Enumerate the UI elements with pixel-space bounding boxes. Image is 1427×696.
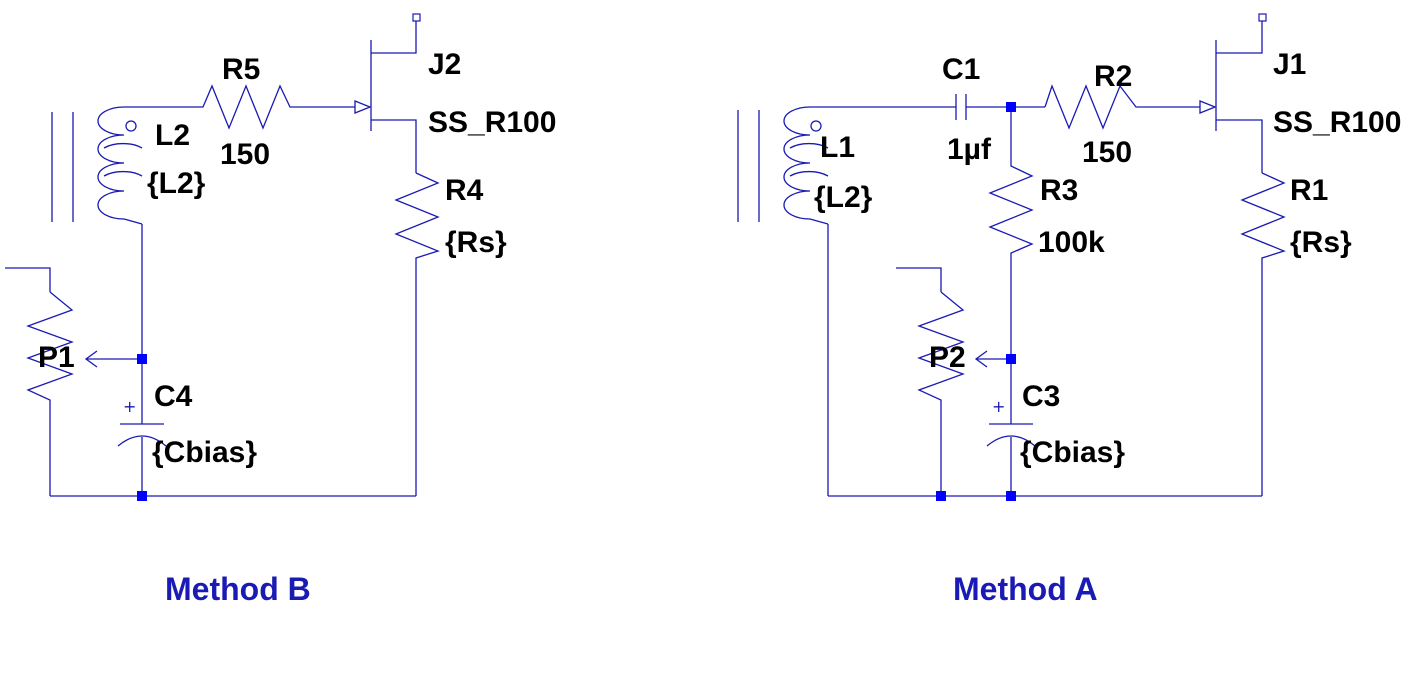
junction-node [936,491,946,501]
jfet-j1-symbol [1199,13,1267,173]
label-r2-ref: R2 [1094,60,1132,93]
title-method-a: Method A [953,571,1098,607]
potentiometer-p2-symbol [917,291,965,496]
label-j1-model: SS_R100 [1273,106,1401,139]
label-r4-value: {Rs} [445,226,507,259]
label-r2-value: 150 [1082,136,1132,169]
svg-text:+: + [992,397,1005,416]
label-c3-ref: C3 [1022,380,1060,413]
inductor-l1-symbol [783,106,956,225]
circuit-method-a: + C1 1µf R2 150 J1 SS_R100 R1 {Rs} R3 10… [737,13,1401,607]
junction-node [1006,491,1016,501]
label-l1-value: {L2} [814,181,873,214]
transformer-core-icon [737,110,760,222]
junction-node [1006,102,1016,112]
label-j2-model: SS_R100 [428,106,556,139]
circuit-method-b: + R5 150 J2 SS_R100 R4 {Rs} L2 {L2} P1 C… [5,13,556,607]
svg-text:+: + [123,397,136,416]
label-p1-ref: P1 [38,341,75,374]
label-l2-ref: L2 [155,119,190,152]
label-r5-ref: R5 [222,53,260,86]
label-r3-ref: R3 [1040,174,1078,207]
junction-node [137,491,147,501]
label-c1-value: 1µf [947,133,992,166]
label-c4-value: {Cbias} [152,436,257,469]
label-l2-value: {L2} [147,167,206,200]
label-r5-value: 150 [220,138,270,171]
label-j2-ref: J2 [428,48,461,81]
resistor-r1-symbol [1240,172,1286,496]
resistor-r4-symbol [394,172,440,496]
title-method-b: Method B [165,571,311,607]
label-c1-ref: C1 [942,53,980,86]
potentiometer-p1-symbol [26,291,74,496]
jfet-j2-symbol [354,13,421,173]
label-r1-ref: R1 [1290,174,1328,207]
label-l1-ref: L1 [820,131,855,164]
label-j1-ref: J1 [1273,48,1306,81]
capacitor-c4-symbol: + [117,359,167,496]
junction-node [1006,354,1016,364]
label-c4-ref: C4 [154,380,193,413]
resistor-r3-symbol [988,107,1034,359]
label-c3-value: {Cbias} [1020,436,1125,469]
label-r1-value: {Rs} [1290,226,1352,259]
inductor-l2-symbol [97,106,190,225]
resistor-r5-symbol [190,84,355,130]
junction-node [137,354,147,364]
label-r4-ref: R4 [445,174,484,207]
capacitor-c1-symbol [955,94,1045,120]
label-p2-ref: P2 [929,341,966,374]
label-r3-value: 100k [1038,226,1105,259]
resistor-r2-symbol [1044,84,1200,130]
capacitor-c3-symbol: + [986,359,1036,496]
transformer-core-icon [51,112,74,222]
